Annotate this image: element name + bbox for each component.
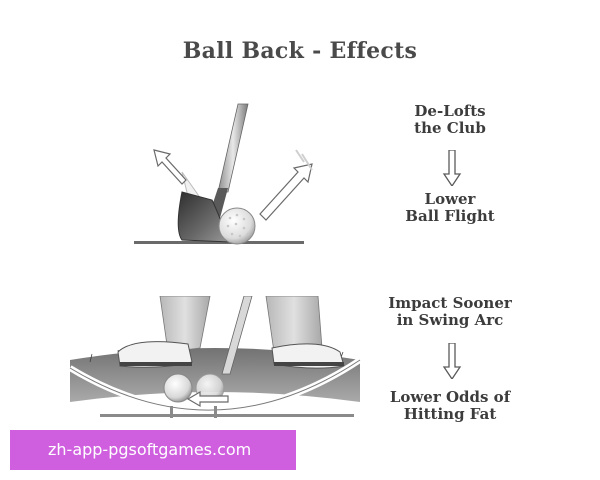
baseline — [100, 414, 354, 417]
golf-ball — [218, 207, 256, 245]
club-shaft — [217, 103, 249, 193]
flight-arrow — [259, 163, 313, 221]
effect-1-result: Lower Ball Flight — [405, 190, 495, 225]
diagram-title: Ball Back - Effects — [182, 38, 418, 64]
left-leg — [159, 296, 211, 353]
swing-arc-illustration — [68, 296, 362, 418]
baseline-tick-back — [170, 406, 173, 418]
ball-back-arrow — [186, 390, 229, 408]
effect-1-cause: De-Lofts the Club — [414, 102, 486, 137]
loft-arrow — [153, 149, 187, 185]
effect-2-result: Lower Odds of Hitting Fat — [389, 388, 511, 423]
club-shaft-bottom — [221, 296, 253, 375]
effect-2-down-arrow-icon — [442, 343, 462, 379]
baseline-tick-center — [214, 406, 217, 418]
left-shoe-sole — [120, 362, 192, 366]
right-shoe-sole — [274, 362, 344, 366]
effect-2-cause: Impact Sooner in Swing Arc — [388, 294, 512, 329]
club-ball-illustration — [134, 103, 313, 245]
watermark-banner: zh-app-pgsoftgames.com — [10, 430, 296, 470]
effect-1-down-arrow-icon — [442, 150, 462, 186]
ground-line — [134, 241, 304, 244]
ball-dimples — [226, 213, 250, 238]
golf-ball-back — [163, 373, 193, 403]
flight-motion-lines — [295, 149, 313, 171]
